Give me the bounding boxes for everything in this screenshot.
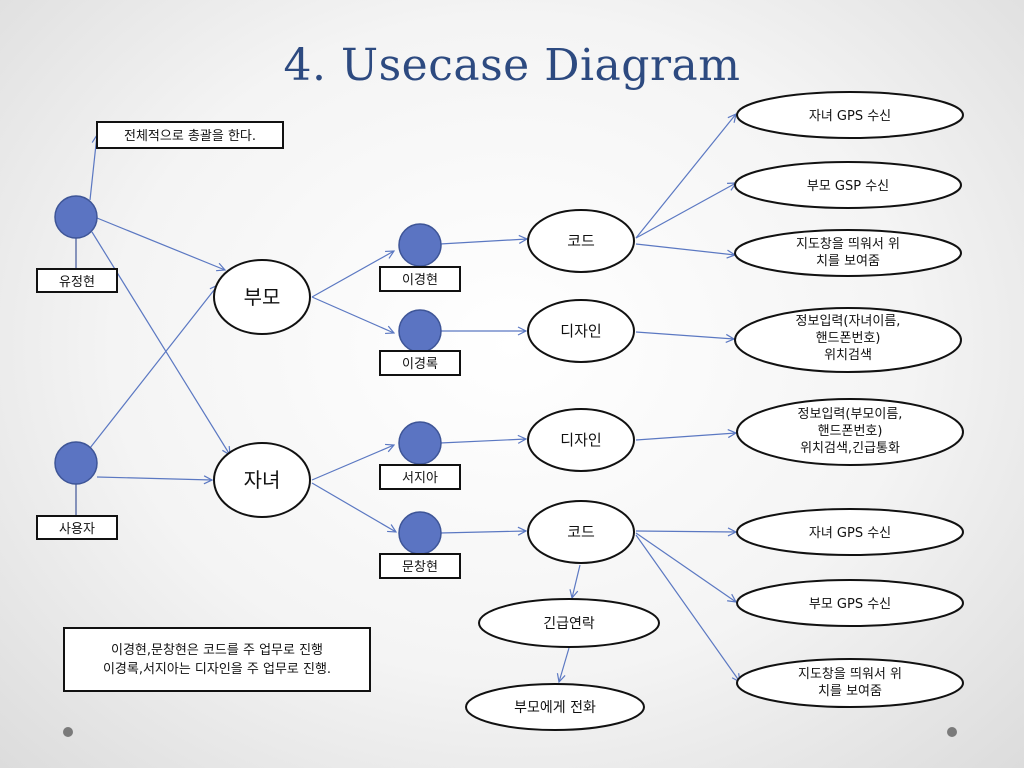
feature-3: 지도창을 띄워서 위 치를 보여줌: [734, 229, 962, 277]
feature-label-line: 핸드폰번호): [818, 423, 883, 439]
actor-user: 사용자: [36, 441, 118, 540]
feature-label-line: 위치검색: [824, 348, 872, 363]
task-label: 부모에게 전화: [514, 700, 596, 716]
feature-label: 부모 GSP 수신: [807, 179, 889, 194]
actor-lee-gh: 이경현: [379, 223, 461, 292]
feature-6: 자녀 GPS 수신: [736, 508, 964, 556]
note-bottom-line1: 이경현,문창현은 코드를 주 업무로 진행: [111, 642, 323, 658]
connector: [559, 647, 570, 682]
feature-7: 부모 GPS 수신: [736, 579, 964, 627]
connector: [635, 534, 740, 682]
actor-icon: [398, 309, 442, 353]
connector: [311, 296, 394, 333]
task-code-top: 코드: [527, 209, 635, 273]
actor-icon: [398, 511, 442, 555]
feature-label-line: 정보입력(부모이름,: [798, 407, 903, 422]
connector: [96, 477, 212, 480]
task-code-bottom: 코드: [527, 500, 635, 564]
feature-label: 부모 GPS 수신: [809, 597, 891, 612]
task-label: 디자인: [560, 431, 601, 449]
task-label: 코드: [567, 523, 595, 541]
connector: [635, 433, 736, 441]
connector: [89, 135, 97, 201]
feature-label: 자녀 GPS 수신: [809, 526, 891, 541]
actor-yoo: 유정현: [36, 195, 118, 293]
actor-name: 문창현: [402, 560, 438, 575]
connector: [311, 445, 394, 481]
connector: [91, 231, 230, 455]
connector: [96, 217, 225, 270]
role-child: 자녀: [213, 442, 311, 518]
actor-seo: 서지아: [379, 421, 461, 490]
task-design-bottom: 디자인: [527, 408, 635, 472]
task-label: 디자인: [560, 322, 601, 340]
connector: [311, 482, 396, 532]
feature-1: 자녀 GPS 수신: [736, 91, 964, 139]
actor-icon: [54, 195, 98, 239]
task-design-top: 디자인: [527, 299, 635, 363]
feature-label-line: 지도창을 띄워서 위: [798, 667, 902, 682]
feature-4: 정보입력(자녀이름, 핸드폰번호) 위치검색: [734, 307, 962, 373]
note-top: 전체적으로 총괄을 한다.: [96, 121, 284, 149]
actor-name: 유정현: [59, 275, 95, 290]
note-bottom-line2: 이경록,서지아는 디자인을 주 업무로 진행.: [103, 661, 331, 677]
connector: [635, 243, 735, 255]
connector: [89, 285, 218, 449]
actor-name: 사용자: [59, 522, 95, 537]
slide-corner-dot: [947, 727, 957, 737]
connector: [635, 531, 736, 532]
feature-label-line: 정보입력(자녀이름,: [796, 314, 901, 329]
actor-name: 이경록: [402, 357, 438, 372]
feature-label-line: 치를 보여줌: [816, 254, 880, 269]
actor-icon: [54, 441, 98, 485]
connector: [311, 251, 394, 298]
actor-name: 서지아: [402, 471, 438, 486]
role-label: 부모: [244, 285, 281, 309]
feature-5: 정보입력(부모이름, 핸드폰번호) 위치검색,긴급통화: [736, 398, 964, 466]
actor-name: 이경현: [402, 273, 438, 288]
feature-label-line: 지도창을 띄워서 위: [796, 237, 900, 252]
note-top-text: 전체적으로 총괄을 한다.: [124, 129, 256, 144]
role-parent: 부모: [213, 259, 311, 335]
feature-8: 지도창을 띄워서 위 치를 보여줌: [736, 658, 964, 708]
connectors: [89, 114, 740, 682]
slide-corner-dot: [63, 727, 73, 737]
connector: [572, 564, 581, 598]
task-call-parent: 부모에게 전화: [465, 683, 645, 731]
connector: [635, 183, 736, 239]
note-bottom: 이경현,문창현은 코드를 주 업무로 진행 이경록,서지아는 디자인을 주 업무…: [63, 627, 371, 692]
actor-lee-gr: 이경록: [379, 309, 461, 376]
connector: [635, 114, 736, 239]
connector: [635, 532, 736, 602]
feature-label-line: 핸드폰번호): [816, 330, 881, 346]
actor-moon: 문창현: [379, 511, 461, 579]
role-label: 자녀: [244, 468, 281, 492]
connector: [635, 331, 734, 339]
connector: [439, 239, 527, 245]
connector: [439, 531, 526, 533]
task-label: 긴급연락: [543, 616, 595, 632]
feature-2: 부모 GSP 수신: [734, 161, 962, 209]
actor-icon: [398, 421, 442, 465]
feature-label: 자녀 GPS 수신: [809, 109, 891, 124]
connector: [439, 439, 526, 443]
task-emergency: 긴급연락: [478, 598, 660, 648]
task-label: 코드: [567, 232, 595, 250]
actor-icon: [398, 223, 442, 267]
feature-label-line: 위치검색,긴급통화: [800, 441, 900, 456]
page-title: 4. Usecase Diagram: [283, 40, 741, 91]
feature-label-line: 치를 보여줌: [818, 684, 882, 699]
